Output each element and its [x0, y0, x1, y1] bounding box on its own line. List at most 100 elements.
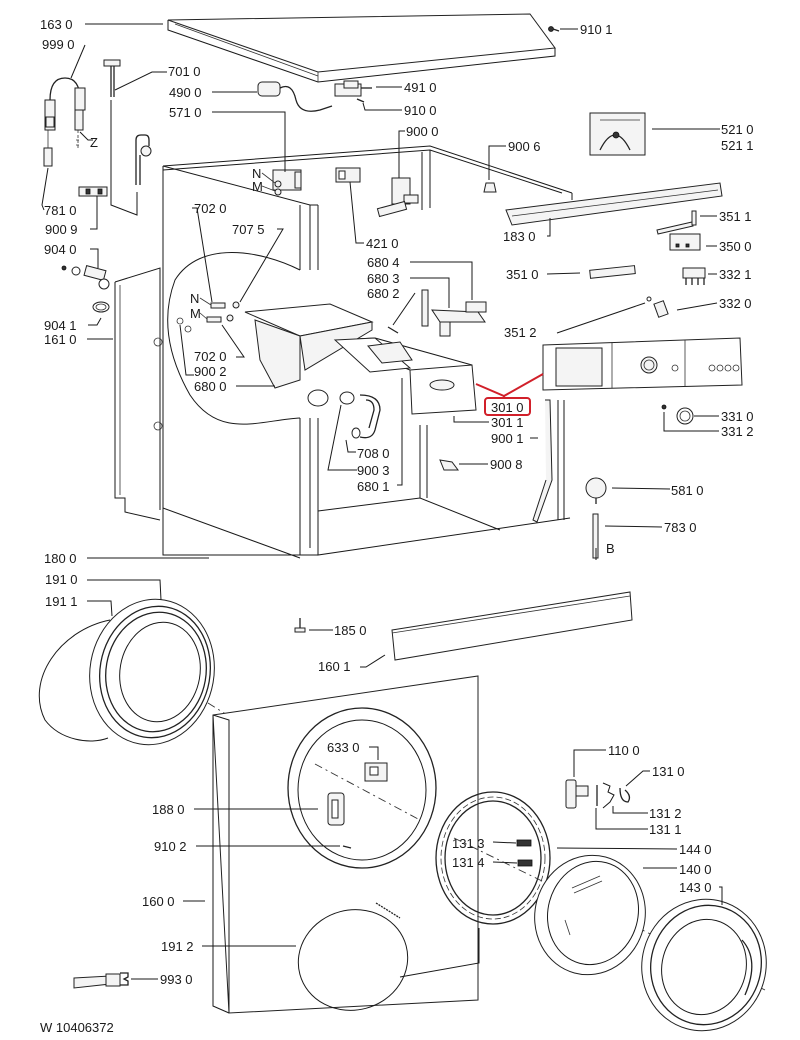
hose-708-0[interactable]: [339, 391, 381, 439]
spring-131-2[interactable]: [602, 782, 615, 809]
label-161-0[interactable]: 161 0: [44, 332, 77, 347]
label-140-0[interactable]: 140 0: [679, 862, 712, 877]
screw-910-0[interactable]: [356, 98, 365, 103]
door-gasket-191-0[interactable]: [78, 589, 225, 754]
label-910-2[interactable]: 910 2: [154, 839, 187, 854]
door-glass-140-0[interactable]: [521, 843, 658, 987]
back-panel-161-0[interactable]: [114, 267, 163, 521]
screw-910-1[interactable]: [548, 26, 560, 32]
label-131-3[interactable]: 131 3: [452, 836, 485, 851]
kickplate-160-1[interactable]: [391, 591, 633, 661]
label-160-1[interactable]: 160 1: [318, 659, 351, 674]
hinge-188-0[interactable]: [327, 792, 345, 826]
label-904-1[interactable]: 904 1: [44, 318, 77, 333]
clip-900-8[interactable]: [439, 459, 459, 471]
connector-n-702-0[interactable]: [210, 301, 240, 309]
connector-m-702-0[interactable]: [206, 314, 234, 323]
label-160-0[interactable]: 160 0: [142, 894, 175, 909]
label-110-0[interactable]: 110 0: [608, 743, 640, 758]
buttons-332-0[interactable]: [646, 296, 669, 318]
label-b[interactable]: B: [606, 541, 615, 556]
label-191-0[interactable]: 191 0: [45, 572, 78, 587]
label-581-0[interactable]: 581 0: [671, 483, 704, 498]
door-handle-110-0[interactable]: [565, 779, 589, 809]
label-332-1[interactable]: 332 1: [719, 267, 752, 282]
connector-900-0[interactable]: [376, 177, 419, 218]
label-571-0[interactable]: 571 0: [169, 105, 202, 120]
label-900-6[interactable]: 900 6: [508, 139, 541, 154]
label-131-0[interactable]: 131 0: [652, 764, 685, 779]
top-rail-183-0[interactable]: [505, 182, 723, 226]
label-680-0[interactable]: 680 0: [194, 379, 227, 394]
seal-904-1[interactable]: [92, 301, 110, 313]
label-z[interactable]: Z: [90, 135, 98, 150]
filter-421-0[interactable]: [335, 167, 361, 183]
label-163-0[interactable]: 163 0: [40, 17, 73, 32]
label-191-2[interactable]: 191 2: [161, 939, 194, 954]
label-131-1[interactable]: 131 1: [649, 822, 682, 837]
door-frame-144-0[interactable]: [435, 791, 551, 925]
knob-331-0[interactable]: [661, 404, 694, 425]
label-900-3[interactable]: 900 3: [357, 463, 390, 478]
inlet-hose[interactable]: [43, 77, 86, 167]
label-351-2[interactable]: 351 2: [504, 325, 537, 340]
label-188-0[interactable]: 188 0: [152, 802, 185, 817]
label-910-0[interactable]: 910 0: [404, 103, 437, 118]
pressure-switch-581-0[interactable]: [585, 477, 607, 504]
label-680-4[interactable]: 680 4: [367, 255, 400, 270]
label-900-1[interactable]: 900 1: [491, 431, 524, 446]
label-351-1[interactable]: 351 1: [719, 209, 752, 224]
buttons-332-1[interactable]: [682, 267, 706, 285]
label-708-0[interactable]: 708 0: [357, 446, 390, 461]
wrench-993-0[interactable]: [73, 972, 129, 989]
label-521-1[interactable]: 521 1: [721, 138, 754, 153]
drawer-680-1[interactable]: [333, 337, 413, 373]
label-191-1[interactable]: 191 1: [45, 594, 78, 609]
label-900-9[interactable]: 900 9: [45, 222, 78, 237]
label-900-0[interactable]: 900 0: [406, 124, 439, 139]
hose-holder-701-0[interactable]: [103, 59, 152, 216]
bracket-900-1[interactable]: [532, 399, 553, 523]
hook-131-0[interactable]: [619, 787, 631, 803]
pcb-350-0[interactable]: [669, 233, 701, 251]
screw-910-2[interactable]: [342, 845, 352, 849]
label-680-2[interactable]: 680 2: [367, 286, 400, 301]
label-351-0[interactable]: 351 0: [506, 267, 539, 282]
label-993-0[interactable]: 993 0: [160, 972, 193, 987]
gasket-spring-191-1[interactable]: [38, 619, 111, 742]
label-900-8[interactable]: 900 8: [490, 457, 523, 472]
label-633-0[interactable]: 633 0: [327, 740, 360, 755]
label-781-0[interactable]: 781 0: [44, 203, 77, 218]
label-680-3[interactable]: 680 3: [367, 271, 400, 286]
bracket-351-1[interactable]: [656, 210, 697, 235]
spring-ring-191-2[interactable]: [287, 897, 419, 1022]
part-131-3[interactable]: [516, 839, 532, 847]
label-180-0[interactable]: 180 0: [44, 551, 77, 566]
control-panel-301-0[interactable]: [542, 337, 743, 391]
valve-571-0[interactable]: [272, 169, 302, 196]
label-332-0[interactable]: 332 0: [719, 296, 752, 311]
door-lock-633-0[interactable]: [364, 762, 388, 782]
label-701-0[interactable]: 701 0: [168, 64, 201, 79]
top-cover[interactable]: [167, 13, 556, 83]
label-702-0-top[interactable]: 702 0: [194, 201, 227, 216]
foot-185-0[interactable]: [294, 618, 306, 633]
label-331-0[interactable]: 331 0: [721, 409, 754, 424]
part-680-4[interactable]: [465, 301, 487, 313]
label-185-0[interactable]: 185 0: [334, 623, 367, 638]
label-999-0[interactable]: 999 0: [42, 37, 75, 52]
label-301-1[interactable]: 301 1: [491, 415, 524, 430]
label-183-0[interactable]: 183 0: [503, 229, 536, 244]
label-490-0[interactable]: 490 0: [169, 85, 202, 100]
label-331-2[interactable]: 331 2: [721, 424, 754, 439]
label-702-0-bottom[interactable]: 702 0: [194, 349, 227, 364]
label-421-0[interactable]: 421 0: [366, 236, 399, 251]
clip-900-9[interactable]: [78, 186, 108, 197]
clamps-900-2[interactable]: [176, 317, 192, 333]
part-131-4[interactable]: [517, 859, 533, 867]
filter-plug-904-0[interactable]: [61, 264, 110, 290]
label-n-dispenser[interactable]: N: [190, 291, 199, 306]
label-900-2[interactable]: 900 2: [194, 364, 227, 379]
button-strip-351-0[interactable]: [589, 265, 636, 279]
label-n-valve[interactable]: N: [252, 166, 261, 181]
